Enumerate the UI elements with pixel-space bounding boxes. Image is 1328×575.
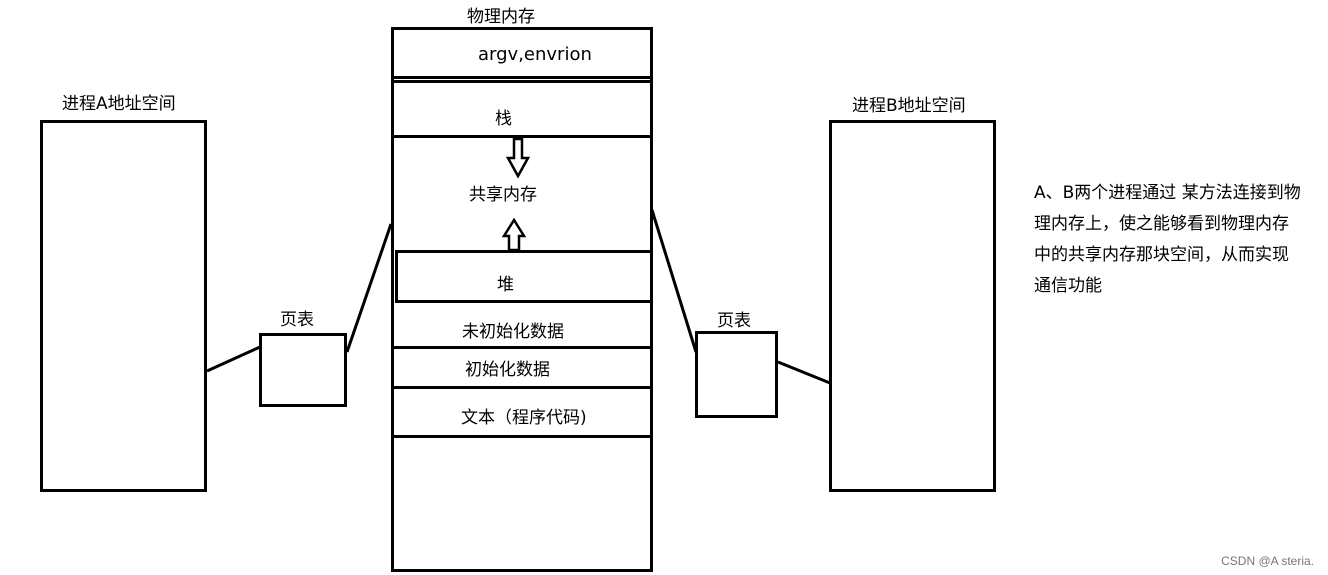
connector-a-to-pagetable (206, 345, 261, 373)
connector-pagetable-a-to-shared (345, 223, 393, 353)
segment-text-label: 文本（程序代码) (461, 408, 587, 428)
segment-heap-label: 堆 (497, 275, 514, 295)
divider-args-bottom (391, 76, 653, 79)
page-table-b (695, 331, 778, 418)
physical-memory-title: 物理内存 (467, 7, 535, 27)
page-table-a-label: 页表 (280, 310, 314, 330)
process-b-title: 进程B地址空间 (852, 96, 966, 116)
page-table-a (259, 333, 347, 407)
process-b-address-space (829, 120, 996, 492)
stack-segment (391, 80, 653, 138)
divider-bss-bottom (391, 346, 653, 349)
segment-data-label: 初始化数据 (465, 360, 550, 380)
csdn-watermark: CSDN @A steria. (1221, 554, 1314, 568)
divider-data-bottom (391, 386, 653, 389)
heap-segment (395, 250, 653, 303)
heap-grow-up-arrow (501, 217, 527, 252)
segment-args-label: argv,envrion (478, 44, 592, 65)
segment-shared-label: 共享内存 (469, 185, 537, 205)
connector-shared-to-pagetable-b (650, 209, 698, 353)
segment-bss-label: 未初始化数据 (462, 322, 564, 342)
segment-stack-label: 栈 (495, 109, 512, 129)
divider-text-bottom (391, 435, 653, 438)
explanation-note: A、B两个进程通过 某方法连接到物 理内存上，使之能够看到物理内存 中的共享内存… (1034, 183, 1301, 296)
connector-pagetable-b-to-b (777, 360, 831, 385)
page-table-b-label: 页表 (717, 311, 751, 331)
stack-grow-down-arrow (505, 137, 531, 179)
process-a-title: 进程A地址空间 (62, 94, 176, 114)
process-a-address-space (40, 120, 207, 492)
